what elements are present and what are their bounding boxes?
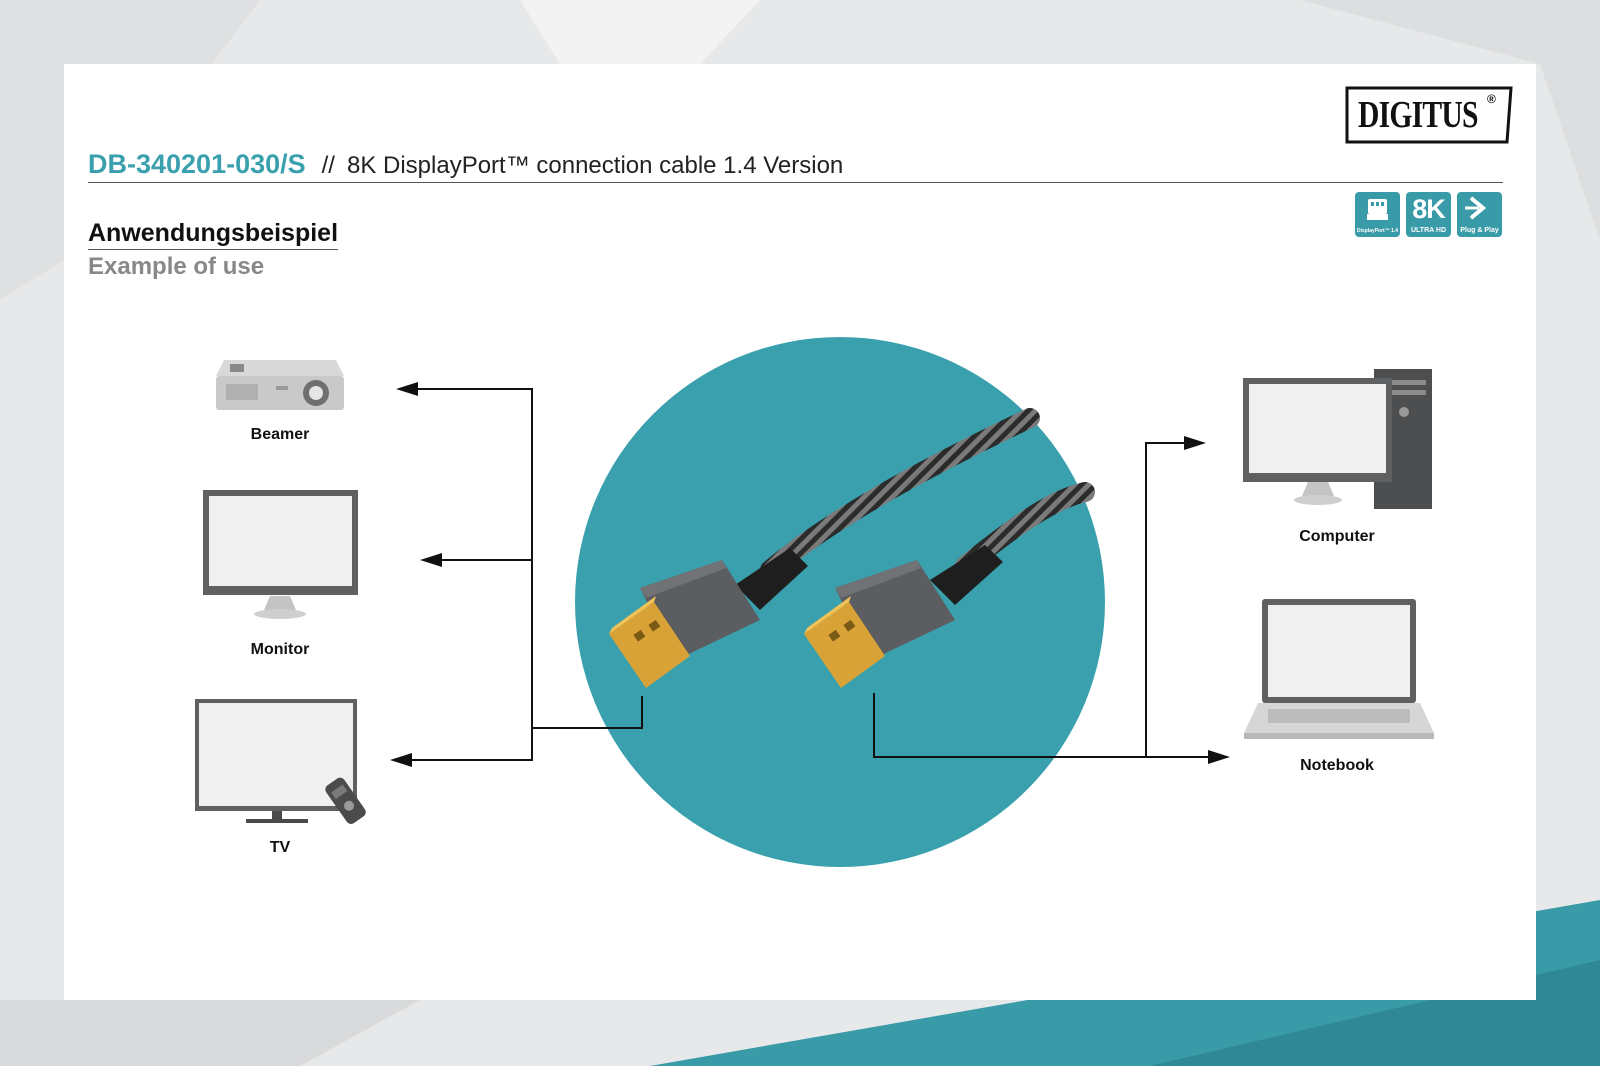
title-divider xyxy=(88,182,1503,183)
displayport-badge: DisplayPort™ 1.4 xyxy=(1355,192,1400,237)
device-label-beamer: Beamer xyxy=(250,426,310,443)
section-heading-english: Example of use xyxy=(88,253,265,280)
device-label-notebook: Notebook xyxy=(1300,757,1374,774)
8k-badge: 8K ULTRA HD xyxy=(1406,192,1451,237)
arrowheads-right xyxy=(1184,436,1230,764)
tv-icon xyxy=(195,699,357,823)
projector-icon xyxy=(216,360,344,410)
monitor-icon xyxy=(203,490,358,619)
plug-and-play-badge: Plug & Play xyxy=(1457,192,1502,237)
registered-mark: ® xyxy=(1487,92,1496,106)
remote-control-icon xyxy=(325,777,366,825)
product-circle xyxy=(575,337,1105,867)
displayport-badge-caption: DisplayPort™ 1.4 xyxy=(1356,228,1399,234)
device-label-monitor: Monitor xyxy=(250,641,310,658)
displayport-connector-left xyxy=(609,408,1040,688)
plug-arrow-icon xyxy=(1465,196,1487,220)
arrowheads-left xyxy=(390,382,442,767)
title-separator: // xyxy=(321,152,335,179)
connector-lines-left xyxy=(410,388,643,761)
displayport-icon xyxy=(1367,199,1388,220)
digitus-logo xyxy=(1345,86,1513,144)
plug-and-play-badge-caption: Plug & Play xyxy=(1460,227,1499,234)
brand-name: DIGITUS xyxy=(1358,94,1479,136)
connector-lines-right xyxy=(873,442,1210,758)
device-label-computer: Computer xyxy=(1299,528,1375,545)
8k-badge-caption: ULTRA HD xyxy=(1411,227,1446,234)
product-code: DB-340201-030/S xyxy=(88,149,306,179)
device-label-tv: TV xyxy=(269,839,291,856)
section-heading-german: Anwendungsbeispiel xyxy=(88,218,339,250)
product-description: 8K DisplayPort™ connection cable 1.4 Ver… xyxy=(346,152,844,179)
desktop-computer-icon xyxy=(1243,369,1432,509)
8k-badge-title: 8K xyxy=(1412,194,1446,224)
displayport-connector-right xyxy=(804,482,1095,688)
title-row: DB-340201-030/S // 8K DisplayPort™ connect… xyxy=(88,146,843,182)
laptop-icon xyxy=(1244,599,1434,739)
